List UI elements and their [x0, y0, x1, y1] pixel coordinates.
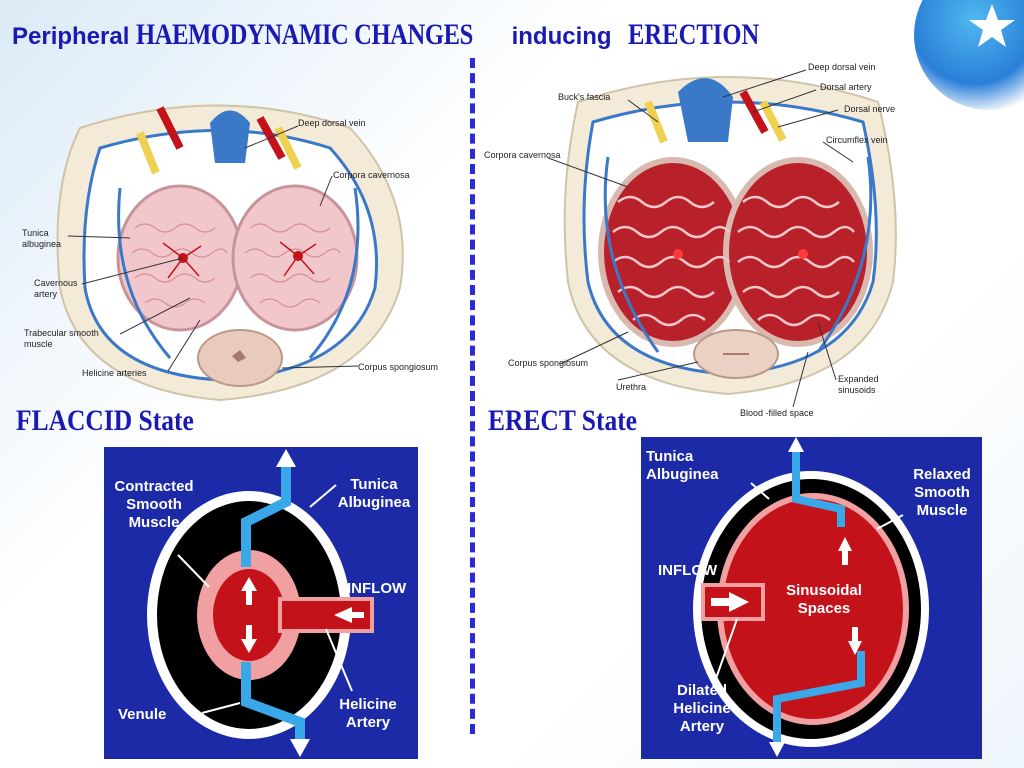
label-tunica-albuginea-flaccid: Tunica albuginea [22, 228, 62, 249]
label-cavernous-artery: Cavernous artery [34, 278, 78, 299]
title-part-erection: ERECTION [628, 18, 760, 51]
label-corpora-cavernosa-erect: Corpora cavernosa [484, 150, 561, 160]
label-dilated-helicine-artery: Dilated Helicine Artery [673, 682, 731, 735]
label-tunica-albuginea-flaccid-diagram: Tunica Albuginea [337, 476, 411, 511]
title-part-peripheral: Peripheral [12, 23, 130, 50]
label-blood-filled-space: Blood -filled space [740, 408, 814, 418]
label-corpora-cavernosa-flaccid: Corpora cavernosa [333, 170, 410, 180]
label-venule: Venule [118, 706, 167, 723]
center-divider [470, 58, 475, 734]
label-dorsal-artery: Dorsal artery [820, 82, 872, 92]
label-inflow-erect: INFLOW [658, 562, 718, 579]
label-dorsal-nerve: Dorsal nerve [844, 104, 896, 114]
label-tunica-albuginea-erect-diagram: Tunica Albuginea [646, 448, 719, 483]
star-icon [969, 4, 1015, 47]
label-contracted-smooth-muscle: Contracted Smooth Muscle [114, 478, 194, 531]
label-inflow-flaccid: INFLOW [347, 580, 407, 597]
erect-state-label: ERECT State [488, 404, 638, 437]
label-circumflex-vein: Circumflex vein [826, 135, 888, 145]
label-bucks-fascia: Buck's fascia [558, 92, 611, 102]
label-sinusoidal-spaces: Sinusoidal Spaces [786, 582, 862, 617]
flaccid-cross-section [56, 104, 404, 402]
title-part-haemodynamic: HAEMODYNAMIC CHANGES [136, 18, 473, 51]
title-part-inducing: inducing [511, 23, 612, 50]
label-trabecular-smooth-muscle: Trabecular smooth muscle [24, 328, 99, 349]
label-corpus-spongiosum-flaccid: Corpus spongiosum [358, 362, 439, 372]
erect-schematic [641, 437, 982, 759]
label-deep-dorsal-vein-flaccid: Deep dorsal vein [298, 118, 366, 128]
label-helicine-arteries: Helicine arteries [82, 368, 147, 378]
label-deep-dorsal-vein-erect: Deep dorsal vein [808, 62, 876, 72]
label-corpus-spongiosum-erect: Corpus spongiosum [508, 358, 589, 368]
label-relaxed-smooth-muscle: Relaxed Smooth Muscle [913, 466, 971, 519]
flaccid-state-label: FLACCID State [16, 404, 194, 437]
page-title: Peripheral HAEMODYNAMIC CHANGES inducing… [12, 18, 788, 52]
label-helicine-artery: Helicine Artery [339, 696, 397, 731]
label-expanded-sinusoids: Expanded sinusoids [838, 374, 879, 395]
label-urethra: Urethra [616, 382, 647, 392]
erect-cross-section [548, 69, 897, 408]
flaccid-schematic [104, 447, 418, 759]
